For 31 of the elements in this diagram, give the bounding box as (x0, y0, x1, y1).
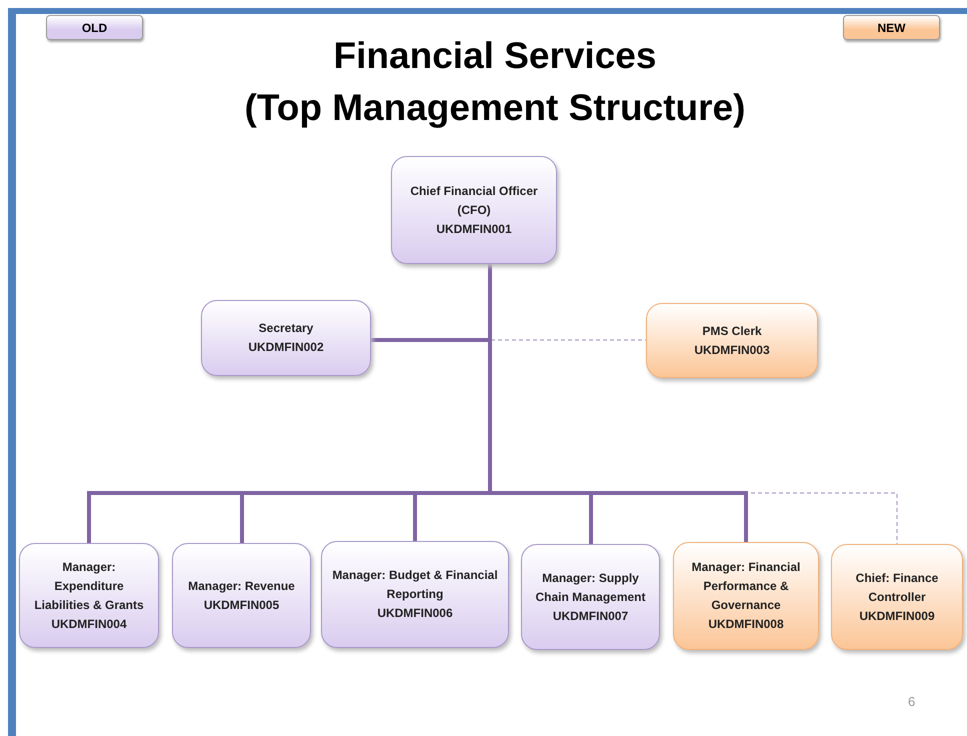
position-code: UKDMFIN008 (708, 616, 784, 633)
position-box (201, 300, 371, 376)
title: Financial Services (Top Management Structure) (244, 34, 746, 130)
legend-key: OLD (46, 15, 143, 40)
position-box (521, 544, 660, 650)
position-box (321, 541, 509, 648)
position-box (831, 544, 963, 650)
position-box (646, 303, 818, 378)
position-code: UKDMFIN007 (552, 608, 628, 624)
position-box (391, 156, 557, 264)
job-title: PMS Clerk (702, 322, 762, 340)
position-code: UKDMFIN005 (204, 596, 280, 614)
job-title: Manager: Financial Performance & Governance (690, 559, 802, 614)
job-title: Manager: Expenditure Liabilities & Grants (33, 558, 145, 614)
position-code: UKDMFIN001 (436, 220, 512, 238)
page-number: 6 (908, 694, 916, 709)
legend-key: NEW (843, 15, 940, 40)
position-code: UKDMFIN004 (51, 616, 127, 632)
job-title: Manager: Revenue (188, 578, 295, 594)
position-code: UKDMFIN003 (694, 342, 770, 358)
job-title: Chief: Finance Controller (854, 570, 940, 606)
job-title: Manager: Supply Chain Management (534, 570, 646, 606)
job-title: Manager: Budget & Financial Reporting (331, 567, 499, 603)
position-code: UKDMFIN006 (377, 605, 453, 622)
job-title: Secretary (258, 320, 314, 337)
position-code: UKDMFIN009 (859, 608, 935, 624)
job-title: Chief Financial Officer (CFO) (409, 182, 539, 218)
position-box (172, 543, 311, 648)
position-box (19, 543, 159, 648)
position-code: UKDMFIN002 (248, 339, 324, 356)
position-box (673, 542, 819, 650)
